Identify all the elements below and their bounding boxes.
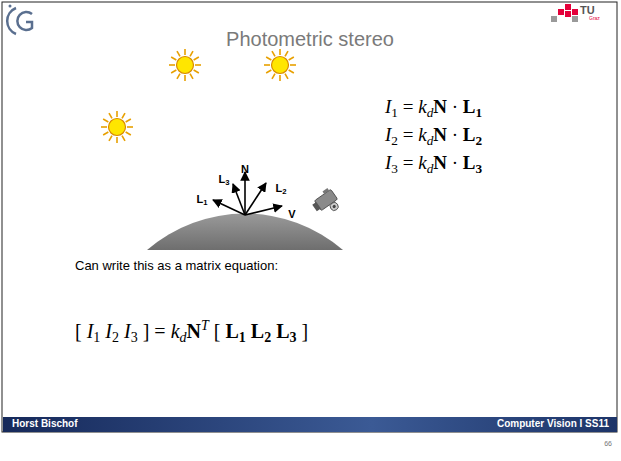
slide-title: Photometric stereo (226, 28, 394, 51)
logo-text: Graz (589, 16, 600, 22)
vector-label: V (288, 208, 295, 221)
vector-label: N (241, 163, 249, 176)
equation: I2 = kdN · L2 (385, 124, 482, 148)
slide-frame (2, 2, 617, 432)
matrix-equation: [ I1 I2 I3 ] = kdNT [ L1 L2 L3 ] (75, 318, 308, 346)
camera-icon (309, 187, 342, 220)
university-logo (551, 4, 578, 22)
surface-dome (147, 214, 343, 250)
vector-label: L1 (196, 193, 207, 208)
logo-text: TU (580, 4, 595, 17)
equation: I3 = kdN · L3 (385, 152, 482, 176)
body-text: Can write this as a matrix equation: (75, 259, 278, 274)
footer-author: Horst Bischof (12, 418, 78, 430)
vector-label: L3 (218, 173, 229, 188)
institute-logo (7, 5, 32, 35)
page-number: 66 (604, 440, 612, 448)
footer-course: Computer Vision I SS11 (497, 418, 609, 430)
vector-label: L2 (275, 182, 286, 197)
footer-bar (3, 417, 617, 432)
light-sources (101, 49, 296, 143)
equation: I1 = kdN · L1 (385, 96, 482, 120)
vector-arrows (213, 172, 282, 215)
